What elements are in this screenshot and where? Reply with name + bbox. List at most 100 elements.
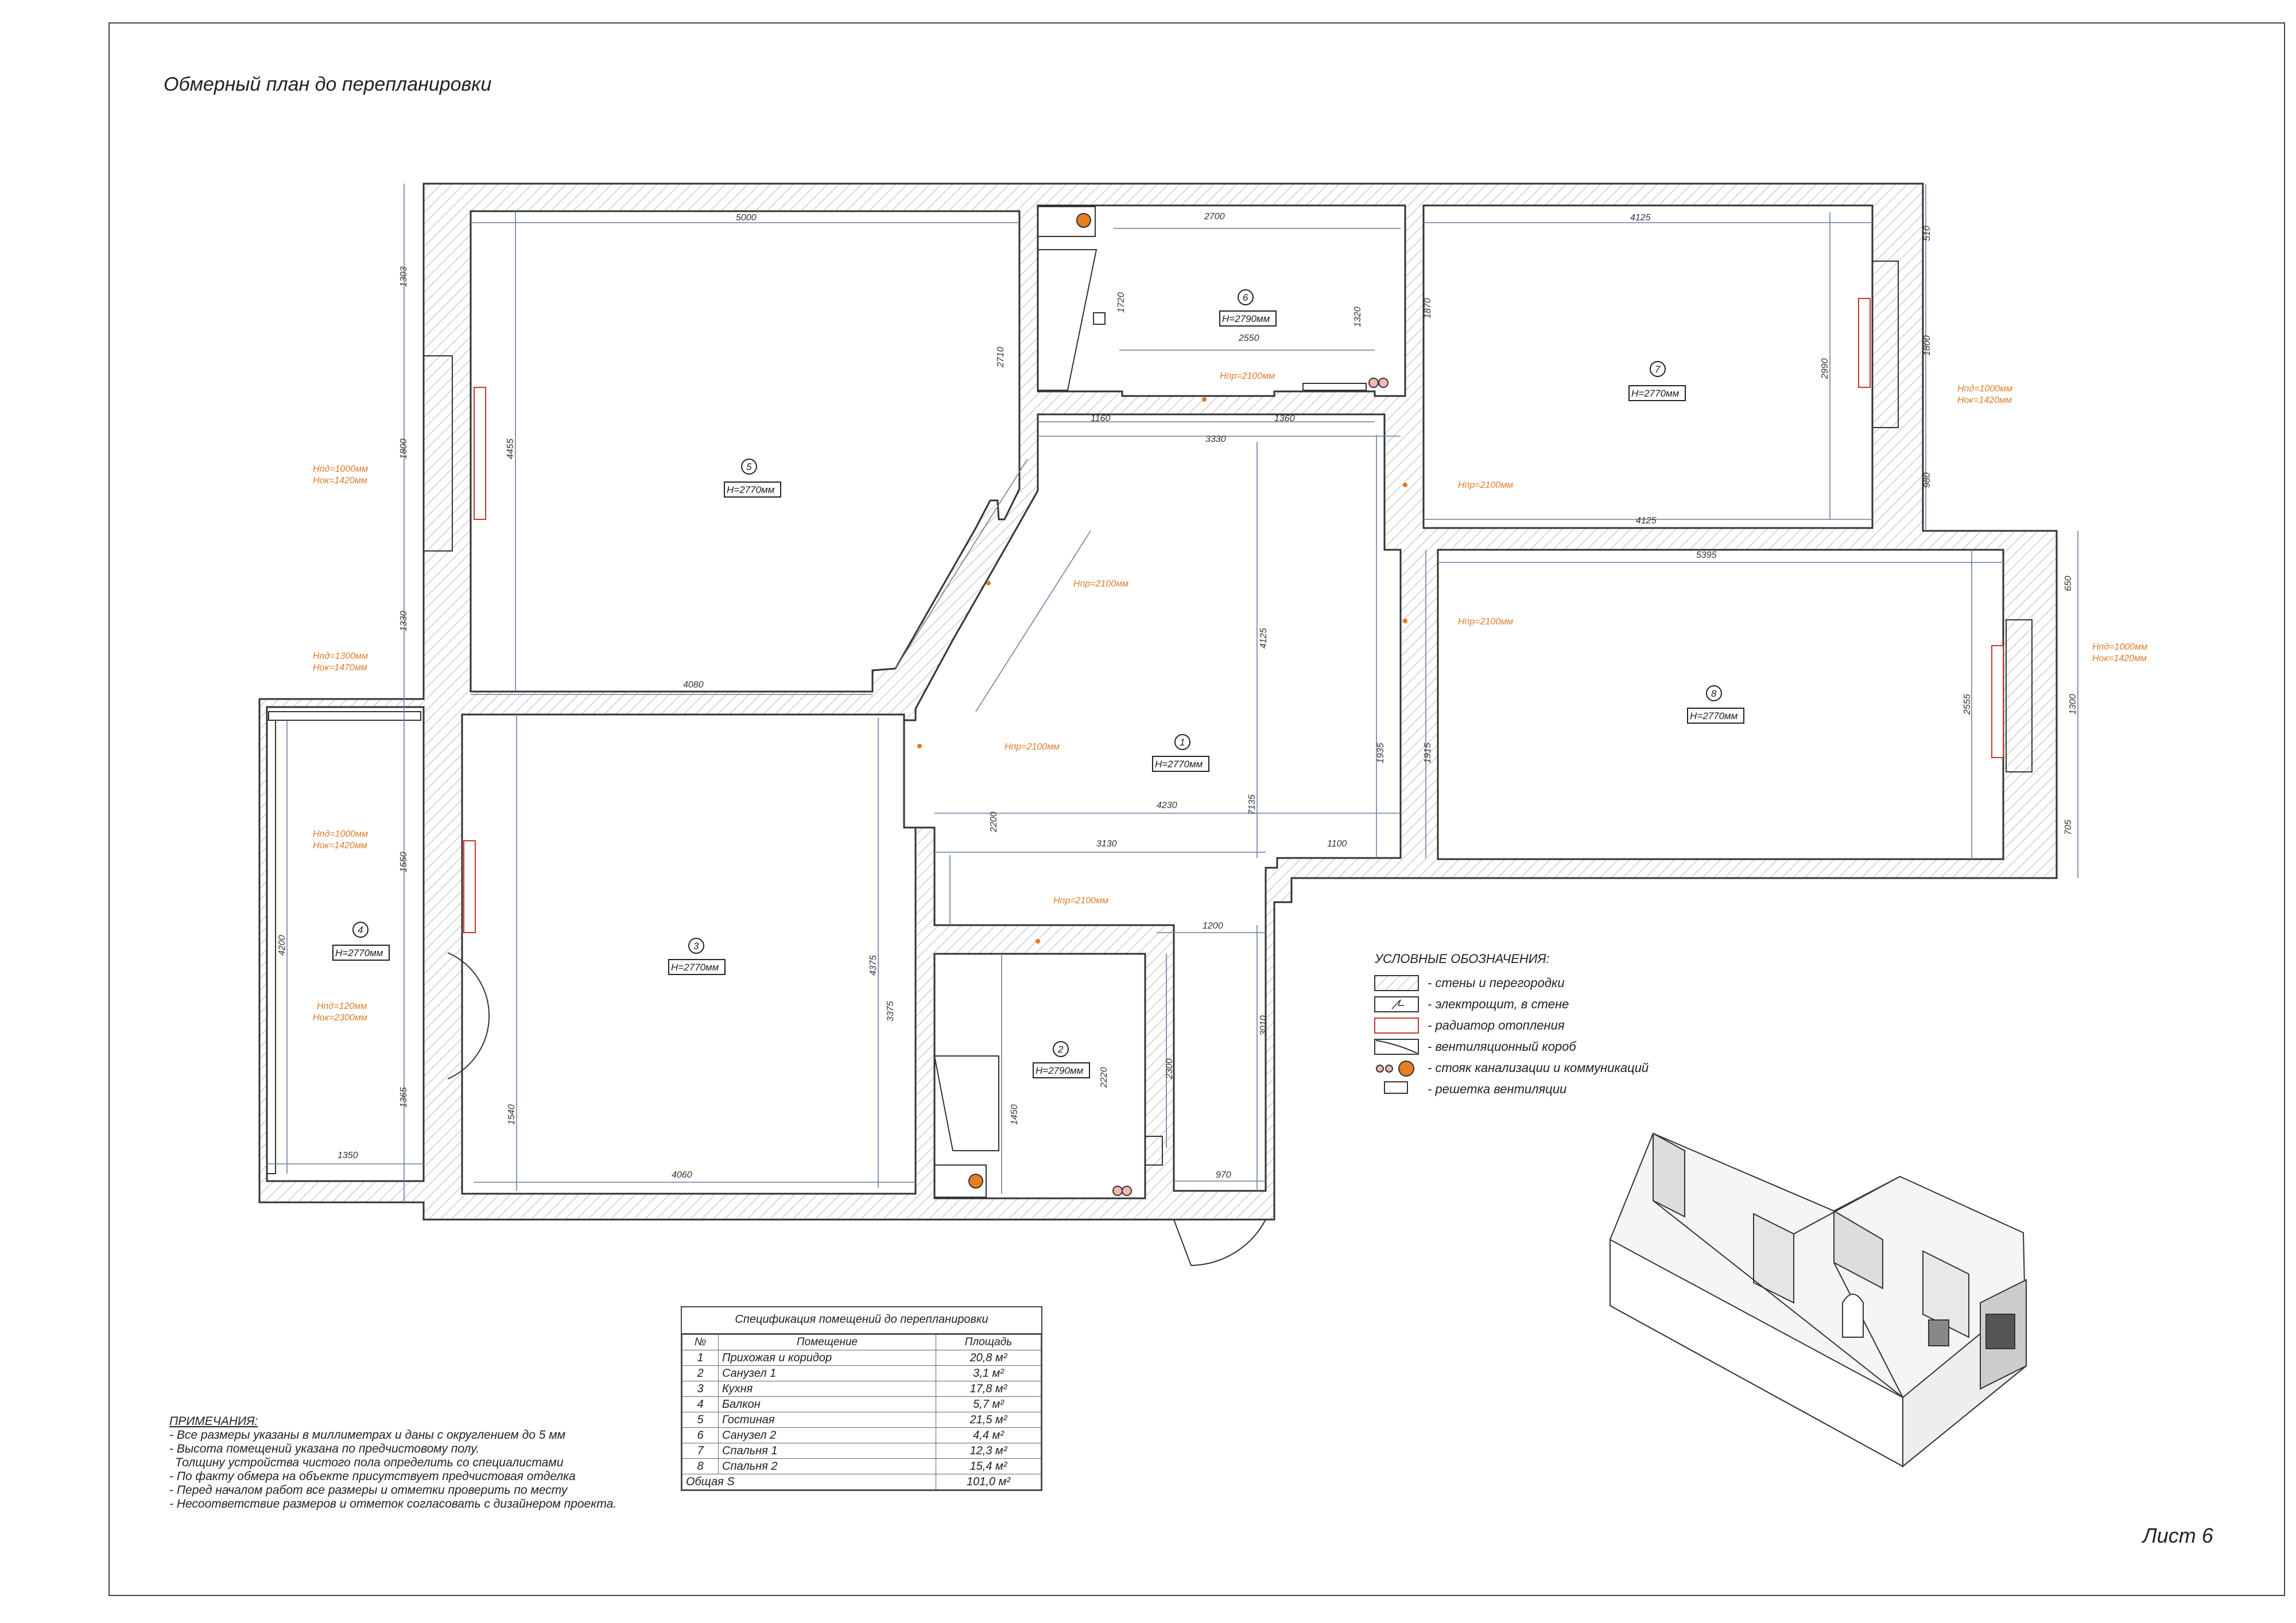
dim-label: 4200	[277, 935, 287, 956]
room-number-badge	[688, 938, 704, 954]
dim-label: 1720	[1116, 292, 1126, 313]
room-8	[1437, 549, 2004, 860]
window-sill-label: Нпд=1000мм	[313, 464, 368, 474]
cell: 3,1 м²	[936, 1365, 1041, 1381]
cell: 17,8 м²	[936, 1381, 1041, 1397]
cell: 15,4 м²	[936, 1458, 1041, 1474]
dim-label: 4125	[1636, 516, 1657, 526]
legend-item-label: - радиатор отопления	[1428, 1018, 1565, 1032]
room-7	[1422, 204, 1874, 529]
cell: Гостиная	[718, 1412, 936, 1428]
room-number-badge	[1053, 1041, 1069, 1057]
dim-label: 1935	[1376, 743, 1386, 763]
opening-marker	[1403, 483, 1407, 487]
room-number-badge	[1650, 361, 1666, 377]
dim-label: 2220	[1099, 1067, 1109, 1088]
window-top-label: Нок=1420мм	[2092, 654, 2147, 663]
dim-label: 4230	[1157, 801, 1177, 810]
room-tags: 5 Н=2770мм 6 Н=2790мм 7 Н=2770мм 8 Н=277…	[332, 289, 1744, 1078]
cell: 21,5 м²	[936, 1412, 1041, 1428]
radiators	[463, 298, 2004, 933]
door-height-label: Нпр=2100мм	[1073, 579, 1128, 589]
dim-label: 4455	[506, 438, 515, 459]
dim-label: 1300	[2068, 694, 2078, 715]
dim-label: 1200	[1203, 921, 1223, 931]
dim-label: 1365	[399, 1087, 409, 1108]
dim-label: 3130	[1096, 839, 1117, 849]
isometric-view	[1609, 1132, 2027, 1468]
note-line: - Все размеры указаны в миллиметрах и да…	[169, 1428, 566, 1442]
room-4	[266, 706, 425, 1182]
dim-label: 1330	[399, 611, 409, 631]
room-number-badge	[352, 922, 369, 938]
legend-item-label: - стены и перегородки	[1428, 976, 1565, 990]
dim-label: 2710	[996, 347, 1006, 368]
room-number-badge	[741, 459, 757, 475]
cell: Прихожая и коридор	[718, 1350, 936, 1366]
note-line: - По факту обмера на объекте присутствуе…	[169, 1470, 576, 1483]
room-number-badge	[1706, 685, 1722, 701]
dim-label: 650	[2064, 576, 2073, 591]
windows	[266, 261, 2033, 1174]
radiator-icon	[474, 387, 486, 520]
door-height-label: Нпр=2100мм	[1053, 896, 1108, 906]
note-line: - Несоответствие размеров и отметок согл…	[169, 1497, 617, 1511]
room-height: Н=2790мм	[1222, 313, 1270, 324]
cell: 20,8 м²	[936, 1350, 1041, 1366]
note-line: Толщину устройства чистого пола определи…	[175, 1456, 564, 1469]
room-number: 3	[693, 941, 699, 952]
total-value: 101,0 м²	[936, 1474, 1041, 1490]
room-number: 7	[1655, 364, 1661, 375]
cell: 8	[682, 1458, 719, 1474]
riser-icon	[1368, 378, 1379, 388]
spec-caption: Спецификация помещений до перепланировки	[682, 1307, 1041, 1334]
window-top-label: Нок=1420мм	[313, 841, 367, 851]
window-icon	[423, 355, 453, 552]
riser-icon	[1376, 1065, 1384, 1073]
window-sill-label: Нпд=1000мм	[1957, 384, 2012, 394]
room-3	[461, 713, 917, 1195]
dim-label: 1350	[338, 1151, 358, 1160]
window-top-label: Нок=1470мм	[313, 663, 367, 673]
room-6	[1037, 204, 1406, 397]
legend-item: - решетка вентиляции	[1375, 1081, 1566, 1102]
cell: 5	[682, 1412, 719, 1428]
riser-icon	[1112, 1186, 1123, 1196]
room-number: 6	[1243, 292, 1248, 303]
opening-marker	[917, 744, 922, 748]
dim-label: 3330	[1205, 434, 1226, 444]
cell: Санузел 2	[718, 1427, 936, 1443]
door-height-label: Нпр=2100мм	[1004, 742, 1060, 752]
dim-label: 980	[1922, 472, 1932, 488]
spec-header-room: Помещение	[718, 1334, 936, 1350]
legend-item: - вентиляционный короб	[1375, 1038, 1576, 1059]
dim-label: 5395	[1696, 550, 1717, 560]
dim-label: 2990	[1820, 358, 1830, 379]
riser-icon	[1378, 378, 1389, 388]
dim-label: 4375	[868, 955, 878, 976]
dim-label: 4125	[1630, 213, 1651, 223]
dim-label: 1450	[1010, 1104, 1019, 1125]
dim-label: 3375	[886, 1001, 895, 1022]
room-height: Н=2770мм	[727, 484, 775, 495]
dim-label: 970	[1216, 1170, 1231, 1180]
dim-label: 2550	[1238, 333, 1259, 343]
spec-header-area: Площадь	[936, 1334, 1041, 1350]
notes: ПРИМЕЧАНИЯ: - Все размеры указаны в милл…	[169, 1415, 686, 1511]
cell: 4,4 м²	[936, 1427, 1041, 1443]
electrical-panel-icon	[1374, 996, 1419, 1012]
radiator-icon	[1858, 298, 1871, 388]
vent-shaft-icon	[1374, 1039, 1419, 1055]
cell: 4	[682, 1396, 719, 1412]
spec-table: Спецификация помещений до перепланировки…	[681, 1306, 1042, 1491]
radiator-icon	[1374, 1018, 1419, 1034]
legend-item: - радиатор отопления	[1375, 1017, 1565, 1038]
dim-label: 1870	[1423, 298, 1433, 319]
dim-label: 1800	[1922, 335, 1932, 356]
dim-label: 1550	[399, 852, 409, 872]
